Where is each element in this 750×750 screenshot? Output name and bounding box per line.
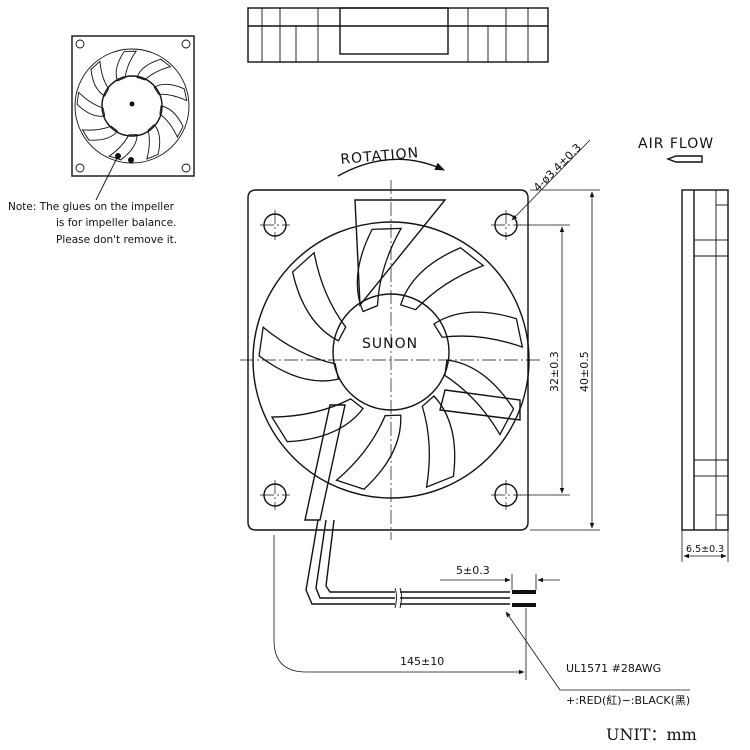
fan-blade xyxy=(159,105,184,139)
lead-wires xyxy=(305,519,536,609)
air-flow-label: AIR FLOW xyxy=(638,136,714,152)
fan-blade xyxy=(153,83,188,102)
unit-label: UNIT：mm xyxy=(606,725,697,744)
fan-blade xyxy=(146,123,161,160)
brand-label: SUNON xyxy=(362,336,418,352)
glue-dot xyxy=(128,157,134,163)
note-line-2: is for impeller balance. xyxy=(56,217,176,229)
dim-hole-pitch: 32±0.3 xyxy=(548,351,561,392)
fan-blade xyxy=(90,60,110,97)
right-side-view xyxy=(681,189,729,531)
fan-blade xyxy=(136,58,172,81)
wire-colors: +:RED(紅)−:BLACK(黑) xyxy=(566,694,690,707)
fan-blade xyxy=(433,311,524,349)
note-line-3: Please don't remove it. xyxy=(56,234,177,246)
hole-spec-label: 4-ø3.4±0.3 xyxy=(531,141,584,194)
rotation-label: ROTATION xyxy=(340,145,420,168)
dim-strip: 5±0.3 xyxy=(456,564,490,577)
fan-blade xyxy=(421,395,456,489)
fan-blade xyxy=(108,134,138,161)
main-fan-view xyxy=(240,180,540,540)
dim-thickness: 6.5±0.3 xyxy=(686,544,724,555)
fan-blade xyxy=(291,251,347,342)
dim-frame: 40±0.5 xyxy=(578,351,591,392)
air-flow-arrow xyxy=(666,155,703,163)
fan-blade xyxy=(258,325,340,382)
fan-blade xyxy=(444,359,515,436)
fan-blade xyxy=(335,414,402,490)
small-fan-view xyxy=(71,35,195,201)
rotation-arrow xyxy=(337,158,445,177)
fan-blade xyxy=(115,50,138,82)
fan-blade xyxy=(356,227,403,313)
fan-blade xyxy=(270,398,364,443)
fan-blade xyxy=(399,247,485,311)
top-side-view xyxy=(247,7,549,63)
dim-lead: 145±10 xyxy=(400,655,444,668)
fan-blade xyxy=(81,125,119,141)
note-line-1: Note: The glues on the impeller xyxy=(8,201,175,213)
fan-blade xyxy=(76,91,106,117)
wire-spec: UL1571 #28AWG xyxy=(566,662,661,675)
